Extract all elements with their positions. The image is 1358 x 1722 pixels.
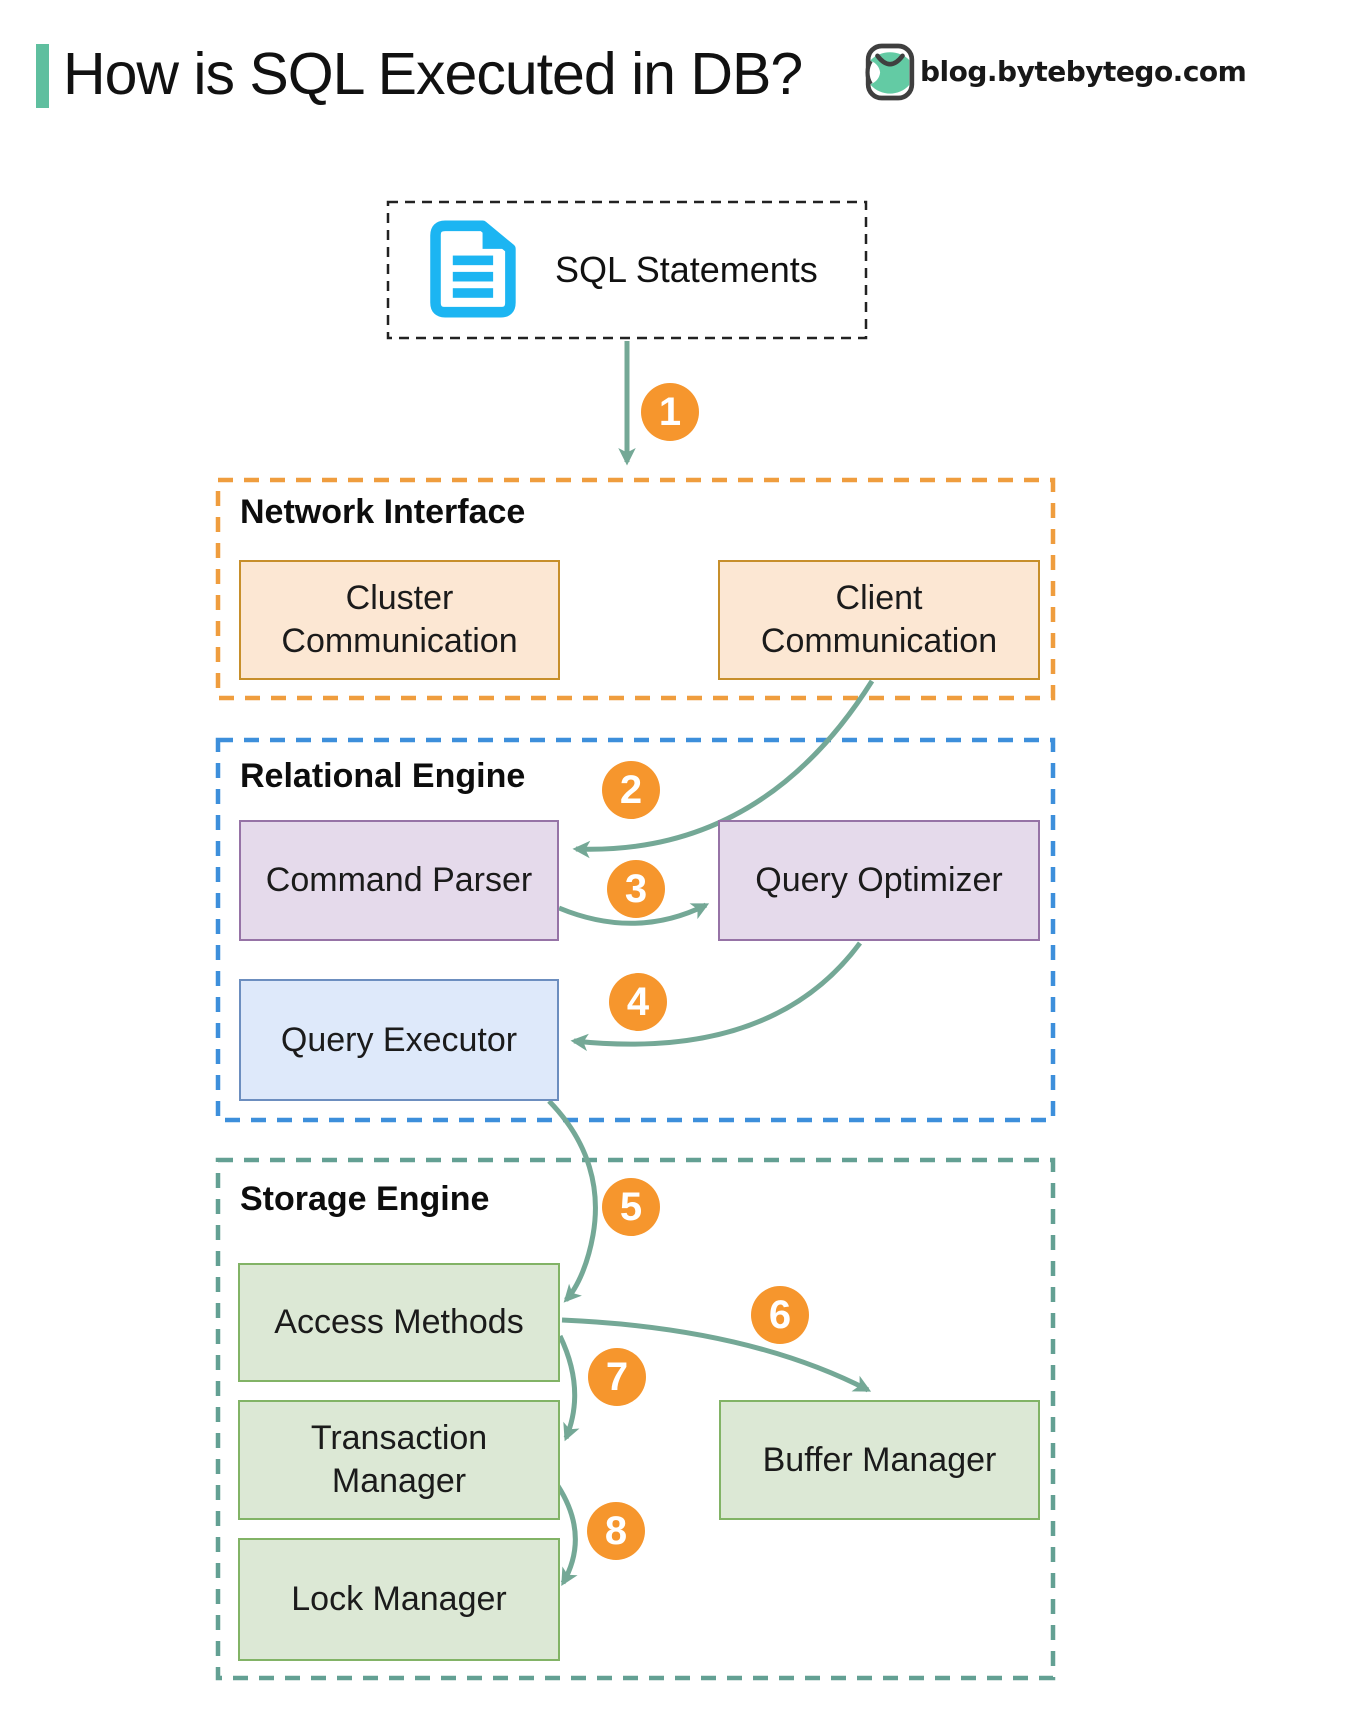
arrow-5-executor-to-access <box>547 1099 598 1303</box>
step-badge-4: 4 <box>609 973 667 1031</box>
bytebytego-logo-icon <box>865 43 915 101</box>
client-communication-box: Client Communication <box>718 560 1040 680</box>
access-methods-box: Access Methods <box>238 1263 560 1382</box>
transaction-manager-box: Transaction Manager <box>238 1400 560 1520</box>
step-badge-2: 2 <box>602 761 660 819</box>
page-title: How is SQL Executed in DB? <box>63 41 803 107</box>
lock-manager-box: Lock Manager <box>238 1538 560 1661</box>
command-parser-box: Command Parser <box>239 820 559 941</box>
step-badge-8: 8 <box>587 1502 645 1560</box>
relational-engine-container <box>215 737 1056 1123</box>
query-executor-box: Query Executor <box>239 979 559 1101</box>
network-interface-container <box>215 477 1056 701</box>
buffer-manager-box: Buffer Manager <box>719 1400 1040 1520</box>
network-interface-title: Network Interface <box>240 493 526 531</box>
storage-engine-title: Storage Engine <box>240 1180 490 1218</box>
cluster-communication-box: Cluster Communication <box>239 560 560 680</box>
step-badge-1: 1 <box>641 383 699 441</box>
storage-engine-container <box>215 1157 1056 1681</box>
arrow-4-optimizer-to-executor <box>570 941 863 1052</box>
step-badge-3: 3 <box>607 860 665 918</box>
relational-engine-title: Relational Engine <box>240 757 526 795</box>
step-badge-5: 5 <box>602 1178 660 1236</box>
title-accent-bar <box>36 44 49 108</box>
sql-statements-box-border <box>386 200 868 340</box>
brand-url: blog.bytebytego.com <box>920 55 1247 88</box>
arrow-7-access-to-transaction <box>557 1334 580 1442</box>
arrow-3-parser-to-optimizer <box>558 902 710 926</box>
arrow-8-transaction-to-lock <box>555 1484 578 1587</box>
sql-document-icon <box>430 220 516 318</box>
arrow-6-access-to-buffer <box>561 1317 872 1393</box>
sql-statements-label: SQL Statements <box>555 249 818 290</box>
step-badge-7: 7 <box>588 1348 646 1406</box>
arrow-2-client-to-parser <box>572 679 875 859</box>
query-optimizer-box: Query Optimizer <box>718 820 1040 941</box>
step-badge-6: 6 <box>751 1286 809 1344</box>
